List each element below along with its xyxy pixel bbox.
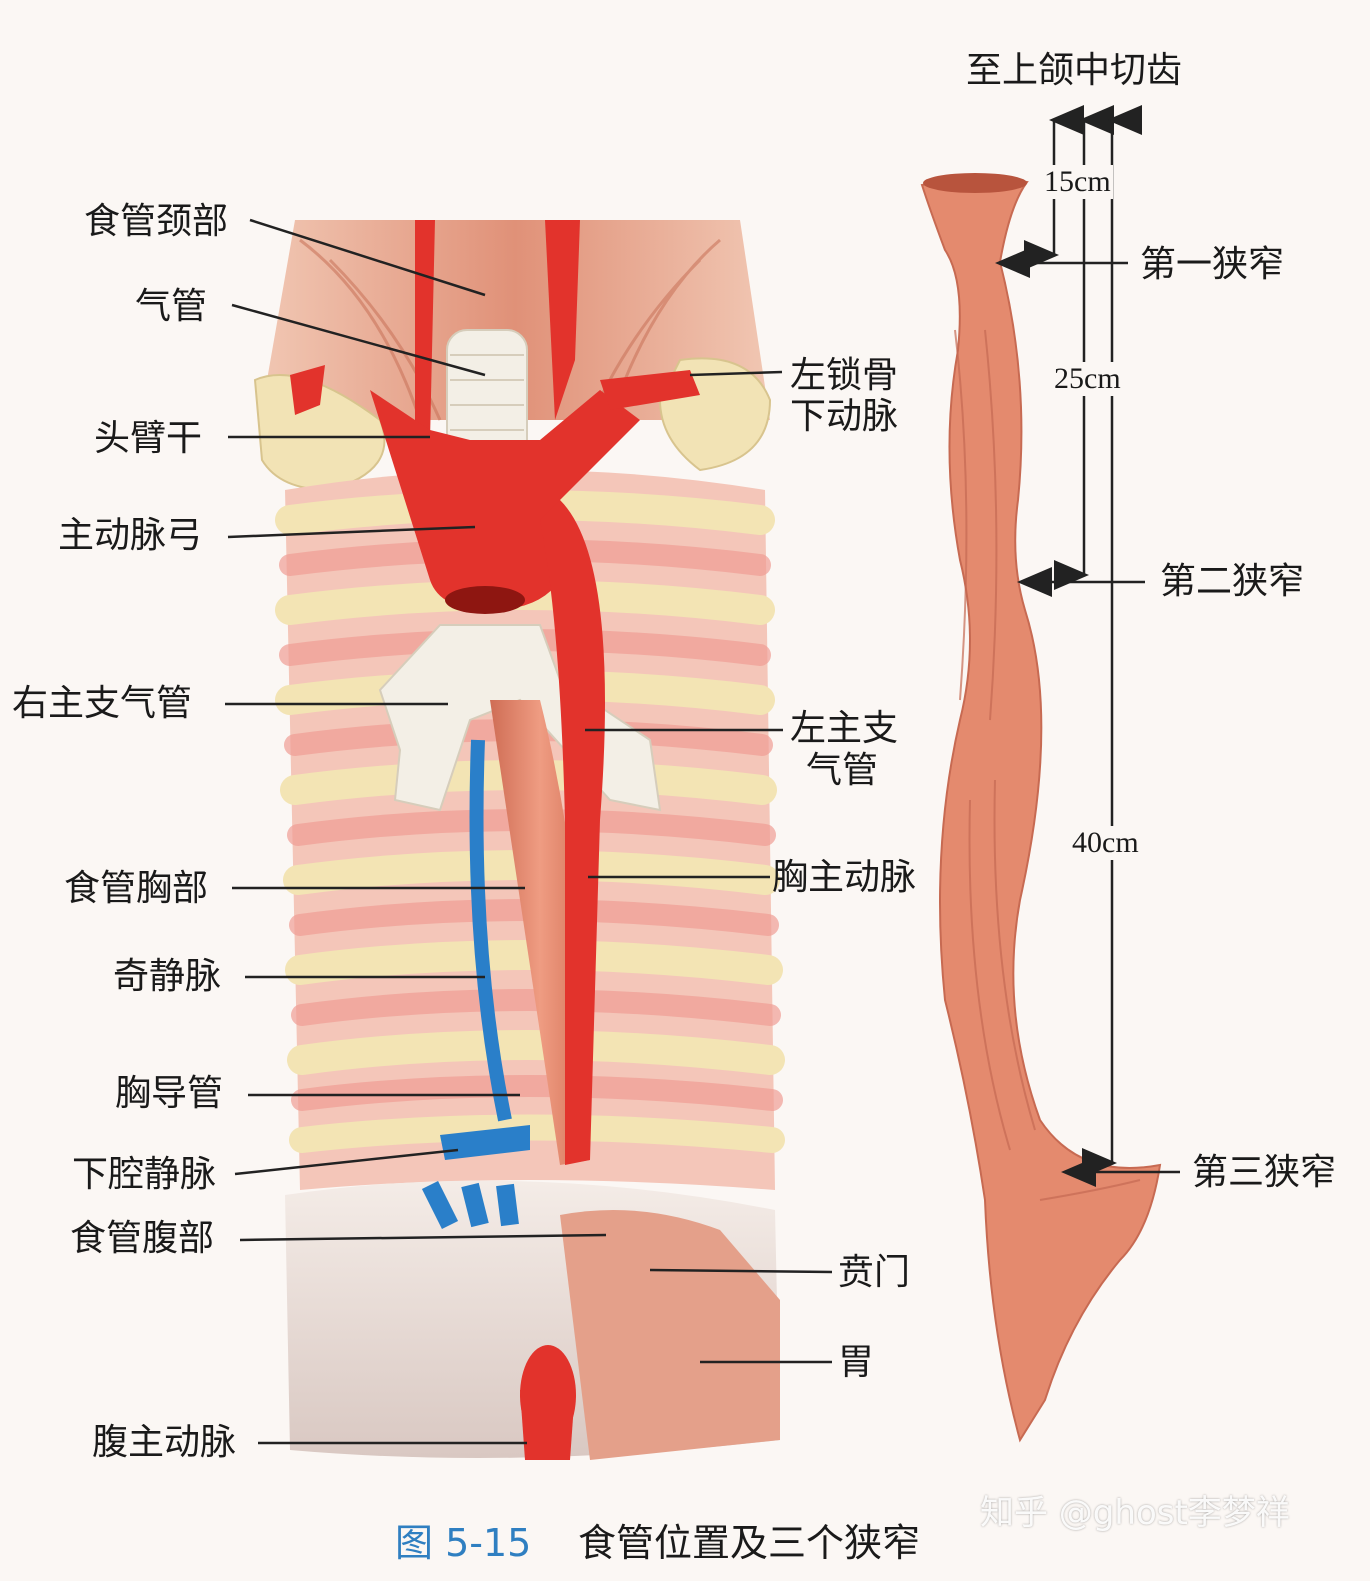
figure-number: 图 5-15 <box>395 1521 532 1565</box>
figure-title: 食管位置及三个狭窄 <box>578 1521 921 1565</box>
label-brachiocephalic-trunk: 头臂干 <box>94 418 203 459</box>
label-trachea: 气管 <box>135 286 208 327</box>
label-left-main-bronchus-line1: 左主支 <box>790 708 899 749</box>
distance-40cm: 40cm <box>1070 826 1141 860</box>
watermark: 知乎 @ghost李梦祥 <box>980 1493 1290 1533</box>
label-right-main-bronchus: 右主支气管 <box>12 683 193 724</box>
label-stomach: 胃 <box>838 1342 875 1383</box>
label-abdominal-esophagus: 食管腹部 <box>70 1218 215 1259</box>
label-aortic-arch: 主动脉弓 <box>58 515 203 556</box>
label-left-main-bronchus-line2: 气管 <box>806 750 879 791</box>
distance-15cm: 15cm <box>1042 165 1113 199</box>
label-thoracic-aorta: 胸主动脉 <box>772 857 917 898</box>
label-left-subclavian-line1: 左锁骨 <box>790 355 899 396</box>
distance-25cm: 25cm <box>1052 362 1123 396</box>
label-abdominal-aorta: 腹主动脉 <box>92 1422 237 1463</box>
label-second-narrowing: 第二狭窄 <box>1160 561 1305 602</box>
left-leader-lines <box>225 218 607 1445</box>
label-third-narrowing: 第三狭窄 <box>1192 1152 1337 1193</box>
right-leader-lines <box>585 370 833 1364</box>
label-cardia: 贲门 <box>838 1252 911 1293</box>
label-thoracic-duct: 胸导管 <box>115 1073 224 1114</box>
label-azygos-vein: 奇静脉 <box>113 956 222 997</box>
label-cervical-esophagus: 食管颈部 <box>84 201 229 242</box>
isolated-esophagus <box>920 173 1162 1443</box>
label-inferior-vena-cava: 下腔静脉 <box>72 1154 217 1195</box>
label-left-subclavian-line2: 下动脉 <box>790 396 899 437</box>
thorax-illustration <box>253 220 785 1460</box>
label-to-upper-incisors: 至上颌中切齿 <box>966 50 1183 91</box>
label-first-narrowing: 第一狭窄 <box>1140 244 1285 285</box>
label-thoracic-esophagus: 食管胸部 <box>64 868 209 909</box>
